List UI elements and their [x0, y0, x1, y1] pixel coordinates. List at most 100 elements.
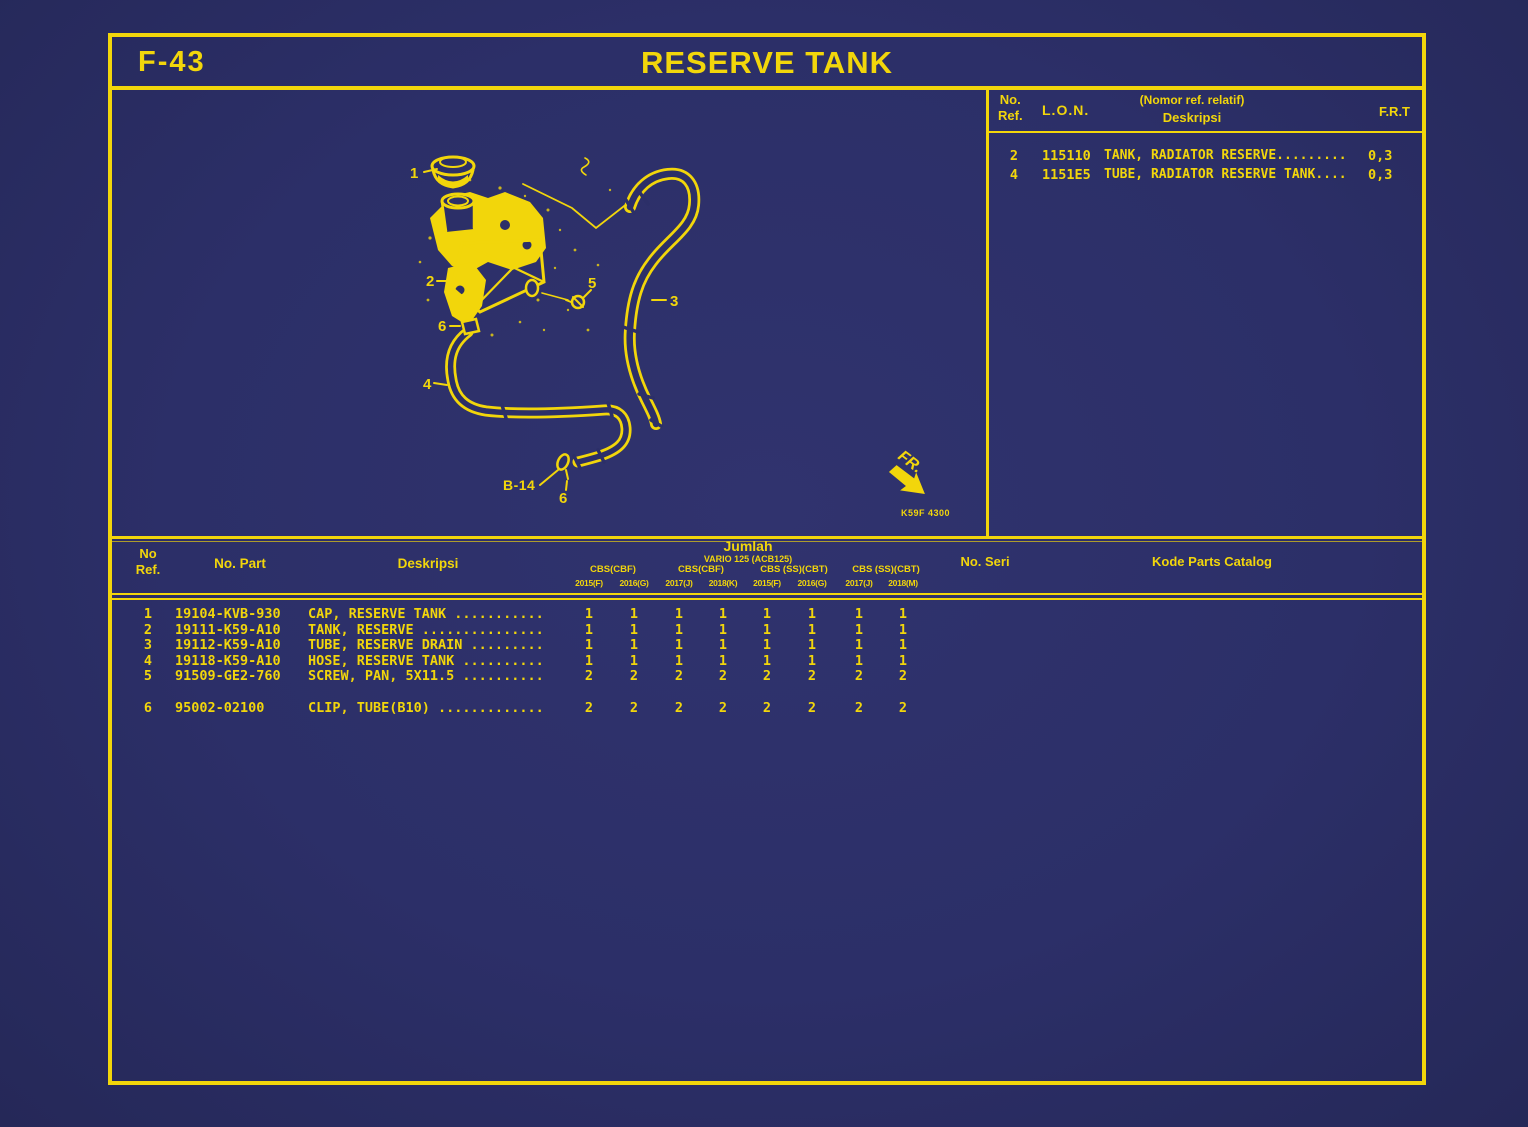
- table-row: 3 19112-K59-A10 TUBE, RESERVE DRAIN ....…: [0, 637, 1528, 653]
- callout-5: 5: [588, 275, 596, 292]
- year-col-label: 2016(G): [797, 578, 827, 588]
- description-cell: CLIP, TUBE(B10) .............: [308, 700, 544, 716]
- table-row: 4 19118-K59-A10 HOSE, RESERVE TANK .....…: [0, 653, 1528, 669]
- qty-cell: 1: [762, 606, 772, 622]
- qty-cell: 1: [629, 622, 639, 638]
- qty-cell: 2: [718, 700, 728, 716]
- callout-6b: 6: [559, 490, 567, 507]
- qty-cell: 1: [854, 622, 864, 638]
- qty-cell: 2: [807, 700, 817, 716]
- year-col-label: 2016(G): [619, 578, 649, 588]
- routing-line: [522, 183, 629, 230]
- fr-direction-arrow: FR.: [888, 448, 925, 495]
- reserve-tube: [621, 167, 701, 430]
- qty-cell: 1: [718, 637, 728, 653]
- variant-group-label: CBS (SS)(CBT): [852, 564, 920, 575]
- callout-1: 1: [410, 165, 418, 182]
- qty-cell: 2: [898, 668, 908, 684]
- ref-table-col-frt: F.R.T: [1378, 104, 1410, 119]
- qty-cell: 1: [854, 653, 864, 669]
- ref-table-col-lon: L.O.N.: [1042, 102, 1090, 118]
- qty-cell: 1: [674, 653, 684, 669]
- qty-cell: 1: [762, 622, 772, 638]
- qty-cell: 1: [854, 637, 864, 653]
- qty-cell: 1: [584, 637, 594, 653]
- qty-cell: 1: [762, 653, 772, 669]
- callout-2: 2: [426, 273, 434, 290]
- tube-clip-upper: [460, 317, 481, 336]
- qty-cell: 1: [674, 606, 684, 622]
- qty-cell: 1: [629, 653, 639, 669]
- qty-cell: 1: [674, 622, 684, 638]
- ink-smudge: [580, 157, 590, 176]
- ref-cell: 2: [143, 622, 153, 638]
- year-col-label: 2018(K): [708, 578, 738, 588]
- qty-cell: 1: [807, 637, 817, 653]
- qty-cell: 2: [854, 700, 864, 716]
- figure-number: F-43: [138, 46, 206, 78]
- ref-table-row: 4 1151E5 TUBE, RADIATOR RESERVE TANK....…: [0, 167, 1528, 186]
- qty-cell: 1: [898, 606, 908, 622]
- parts-col-qty-model: VARIO 125 (ACB125): [703, 554, 793, 564]
- callout-4: 4: [423, 376, 432, 393]
- qty-cell: 2: [898, 700, 908, 716]
- lon-cell: 115110: [1042, 148, 1091, 164]
- exploded-diagram: 1 2 3 4 5 6 6 B-14 FR. K59F 4300: [410, 155, 950, 518]
- qty-cell: 1: [584, 606, 594, 622]
- parts-col-desc: Deskripsi: [397, 556, 459, 571]
- variant-group-label: CBS(CBF): [590, 564, 636, 575]
- page-ref-label: B-14: [503, 477, 535, 493]
- ref-panel-divider: [986, 90, 989, 536]
- qty-cell: 2: [674, 700, 684, 716]
- reserve-tank-cap: [430, 155, 476, 189]
- lon-desc-cell: TUBE, RADIATOR RESERVE TANK....: [1104, 167, 1347, 182]
- parts-col-kode: Kode Parts Catalog: [1152, 554, 1272, 569]
- description-cell: TUBE, RESERVE DRAIN .........: [308, 637, 544, 653]
- frt-cell: 0,3: [1368, 148, 1393, 164]
- qty-cell: 1: [762, 637, 772, 653]
- parts-col-seri: No. Seri: [960, 554, 1010, 569]
- parts-table-top-rule: [112, 536, 1422, 539]
- table-row: 1 19104-KVB-930 CAP, RESERVE TANK ......…: [0, 606, 1528, 622]
- tube-clip-lower: [556, 453, 570, 480]
- ref-cell: 4: [143, 653, 153, 669]
- table-row: 2 19111-K59-A10 TANK, RESERVE ..........…: [0, 622, 1528, 638]
- part-number-cell: 19104-KVB-930: [175, 606, 281, 622]
- page-title: RESERVE TANK: [640, 45, 893, 80]
- parts-col-qty: Jumlah: [723, 538, 773, 554]
- part-number-cell: 19112-K59-A10: [175, 637, 281, 653]
- qty-cell: 1: [584, 622, 594, 638]
- parts-table-top-rule-2: [112, 541, 1422, 542]
- qty-cell: 1: [629, 606, 639, 622]
- year-col-label: 2015(F): [753, 578, 781, 588]
- qty-cell: 1: [584, 653, 594, 669]
- page-frame: [108, 33, 1426, 1085]
- ref-table-col-desc-note: (Nomor ref. relatif): [1139, 93, 1245, 107]
- ref-cell: 6: [143, 700, 153, 716]
- year-col-label: 2017(J): [665, 578, 693, 588]
- table-row: 5 91509-GE2-760 SCREW, PAN, 5X11.5 .....…: [0, 668, 1528, 684]
- qty-cell: 1: [898, 622, 908, 638]
- qty-cell: 2: [762, 668, 772, 684]
- qty-cell: 1: [898, 637, 908, 653]
- part-number-cell: 95002-02100: [175, 700, 265, 716]
- callout-leaders: [423, 168, 667, 491]
- qty-cell: 1: [854, 606, 864, 622]
- part-number-cell: 19118-K59-A10: [175, 653, 281, 669]
- qty-cell: 1: [718, 653, 728, 669]
- qty-cell: 2: [854, 668, 864, 684]
- ref-cell: 3: [143, 637, 153, 653]
- qty-cell: 1: [807, 653, 817, 669]
- variant-group-label: CBS (SS)(CBT): [760, 564, 828, 575]
- parts-col-part: No. Part: [214, 556, 266, 571]
- ref-cell: 5: [143, 668, 153, 684]
- qty-cell: 1: [898, 653, 908, 669]
- qty-cell: 2: [584, 700, 594, 716]
- description-cell: CAP, RESERVE TANK ...........: [308, 606, 544, 622]
- qty-cell: 1: [807, 606, 817, 622]
- ref-table-col-desc: Deskripsi: [1162, 110, 1222, 125]
- qty-cell: 1: [629, 637, 639, 653]
- ref-table-col-noref: No. Ref.: [998, 92, 1023, 123]
- parts-header-rule-2: [112, 598, 1422, 600]
